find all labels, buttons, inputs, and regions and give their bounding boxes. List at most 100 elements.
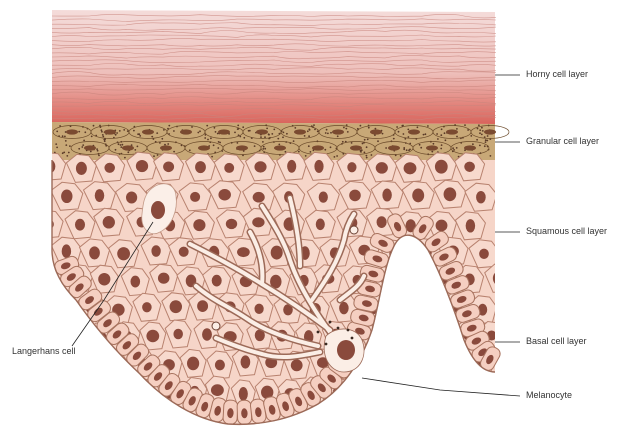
granule (137, 146, 139, 148)
granule (362, 143, 364, 145)
granular-nucleus (294, 129, 306, 134)
cell-nucleus (319, 191, 328, 202)
cell-nucleus (436, 220, 448, 232)
cell-nucleus (451, 389, 464, 399)
granule (484, 136, 486, 138)
granule (282, 136, 284, 138)
granule (478, 124, 480, 126)
granule (470, 135, 472, 137)
granule (69, 145, 71, 147)
granule (310, 151, 312, 153)
granule (273, 129, 275, 131)
granular-nucleus (84, 145, 96, 150)
cell-nucleus (412, 188, 424, 202)
granule (263, 146, 265, 148)
granule (441, 128, 443, 130)
granule (453, 149, 455, 151)
granule (91, 136, 93, 138)
granule (78, 148, 80, 150)
granule (55, 143, 57, 145)
label-melanocyte: Melanocyte (526, 390, 572, 400)
granule (479, 129, 481, 131)
granule (260, 136, 262, 138)
granule (396, 126, 398, 128)
squamous-cell (49, 294, 77, 322)
granule (304, 135, 306, 137)
squamous-cell (427, 322, 453, 350)
granule (360, 125, 362, 127)
granule (102, 136, 104, 138)
granule (115, 149, 117, 151)
cell-nucleus (116, 385, 127, 396)
granule (456, 128, 458, 130)
granule (347, 131, 349, 133)
granular-nucleus (388, 145, 400, 150)
granule (120, 146, 122, 148)
granule (336, 155, 338, 157)
granule (157, 154, 159, 156)
granule (82, 144, 84, 146)
granular-nucleus (484, 129, 496, 134)
granule (325, 132, 327, 134)
cell-nucleus (104, 163, 115, 173)
granule (375, 128, 377, 130)
cell-nucleus (476, 191, 486, 203)
cell-nucleus (142, 388, 153, 398)
cell-nucleus (411, 332, 421, 343)
cell-nucleus (163, 162, 174, 173)
granule (409, 149, 411, 151)
granule (199, 130, 201, 132)
cell-nucleus (347, 162, 356, 172)
granule (472, 143, 474, 145)
granule (119, 130, 121, 132)
granule (277, 138, 279, 140)
granule (407, 129, 409, 131)
granule (66, 155, 68, 157)
cell-nucleus (108, 360, 120, 370)
granule (351, 142, 353, 144)
granule (308, 135, 310, 137)
granule (217, 133, 219, 135)
granule (377, 140, 379, 142)
granule (207, 139, 209, 141)
granule (168, 125, 170, 127)
granule (262, 141, 264, 143)
granular-nucleus (408, 129, 420, 134)
granule (452, 147, 454, 149)
granule (337, 135, 339, 137)
cell-nucleus (377, 216, 387, 228)
granule (440, 148, 442, 150)
basal-cell (237, 400, 252, 424)
granule (479, 145, 481, 147)
cell-nucleus (170, 300, 182, 313)
granule (164, 144, 166, 146)
cell-nucleus (287, 160, 296, 173)
melanin-granule (325, 343, 328, 346)
granule (163, 129, 165, 131)
squamous-cell (63, 378, 87, 406)
granule (417, 126, 419, 128)
granule (433, 143, 435, 145)
cell-nucleus (89, 246, 100, 259)
granule (122, 144, 124, 146)
granule (305, 155, 307, 157)
granule (101, 131, 103, 133)
cell-nucleus (69, 330, 79, 341)
melanin-granule (329, 321, 332, 324)
melanin-granule (351, 337, 354, 340)
granular-nucleus (218, 129, 230, 134)
granule (153, 155, 155, 157)
granule (242, 126, 244, 128)
cell-nucleus (211, 384, 224, 396)
cell-nucleus (349, 190, 361, 202)
granule (254, 145, 256, 147)
granule (400, 155, 402, 157)
granule (307, 130, 309, 132)
granule (65, 144, 67, 146)
granule (84, 131, 86, 133)
cell-nucleus (117, 247, 130, 260)
cell-nucleus (103, 216, 115, 228)
granule (264, 148, 266, 150)
cell-nucleus (190, 192, 200, 202)
granule (477, 128, 479, 130)
